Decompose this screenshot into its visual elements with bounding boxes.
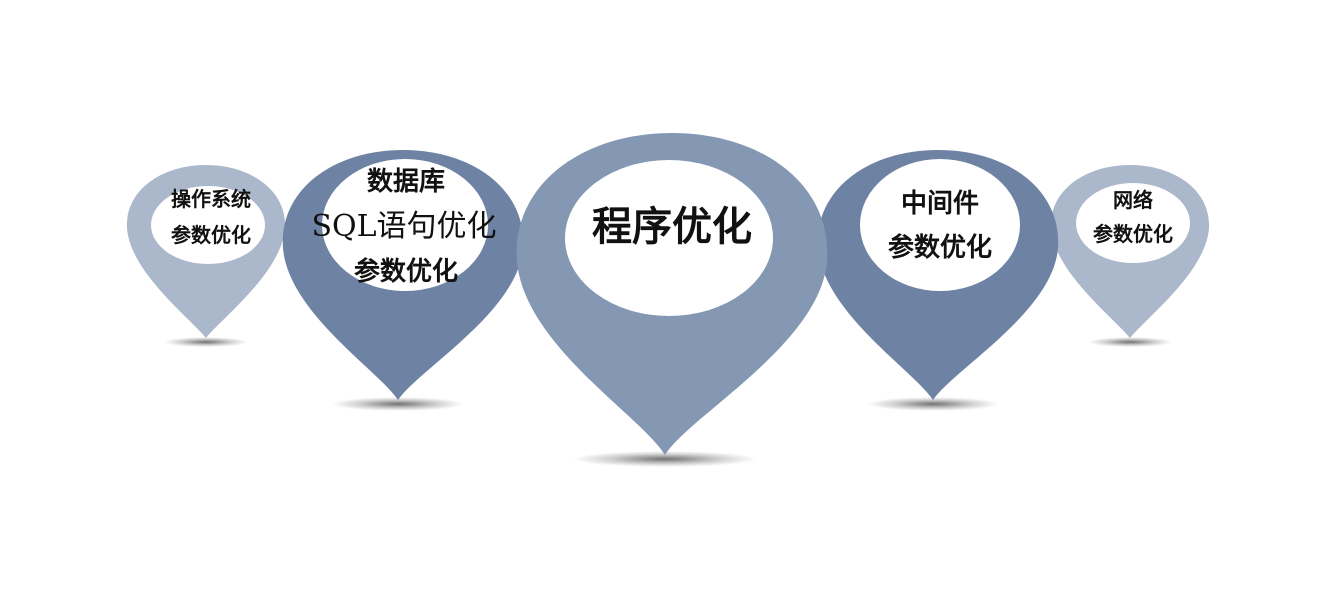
pin-program-label-1: 程序优化	[592, 204, 752, 250]
pin-network: 网络 参数优化	[1050, 165, 1210, 347]
pin-middleware-label-1: 中间件	[901, 189, 979, 219]
pin-database-label-2: SQL语句优化	[311, 209, 496, 244]
pin-program-hole	[565, 160, 773, 316]
pin-middleware-label-2: 参数优化	[888, 232, 992, 263]
pin-middleware-hole	[860, 159, 1020, 291]
pin-network-label-2: 参数优化	[1093, 222, 1173, 246]
pin-program-shadow	[573, 451, 757, 467]
pin-network-label-1: 网络	[1113, 188, 1153, 212]
pin-program: 程序优化	[516, 133, 828, 467]
pin-network-shadow	[1088, 337, 1172, 347]
pin-middleware-shadow	[867, 397, 999, 411]
pin-database-label-3: 参数优化	[354, 256, 458, 287]
pin-os: 操作系统 参数优化	[126, 165, 286, 347]
pin-os-shadow	[164, 337, 248, 347]
pin-network-hole	[1076, 183, 1190, 263]
pin-database: 数据库 SQL语句优化 参数优化	[282, 150, 524, 411]
pin-database-shadow	[332, 397, 464, 411]
pin-database-hole	[322, 159, 488, 291]
pin-database-label-1: 数据库	[367, 167, 445, 197]
pin-os-label-2: 参数优化	[171, 223, 251, 247]
pin-os-hole	[151, 186, 265, 264]
pin-os-label-1: 操作系统	[171, 187, 251, 211]
pin-middleware: 中间件 参数优化	[817, 150, 1059, 411]
